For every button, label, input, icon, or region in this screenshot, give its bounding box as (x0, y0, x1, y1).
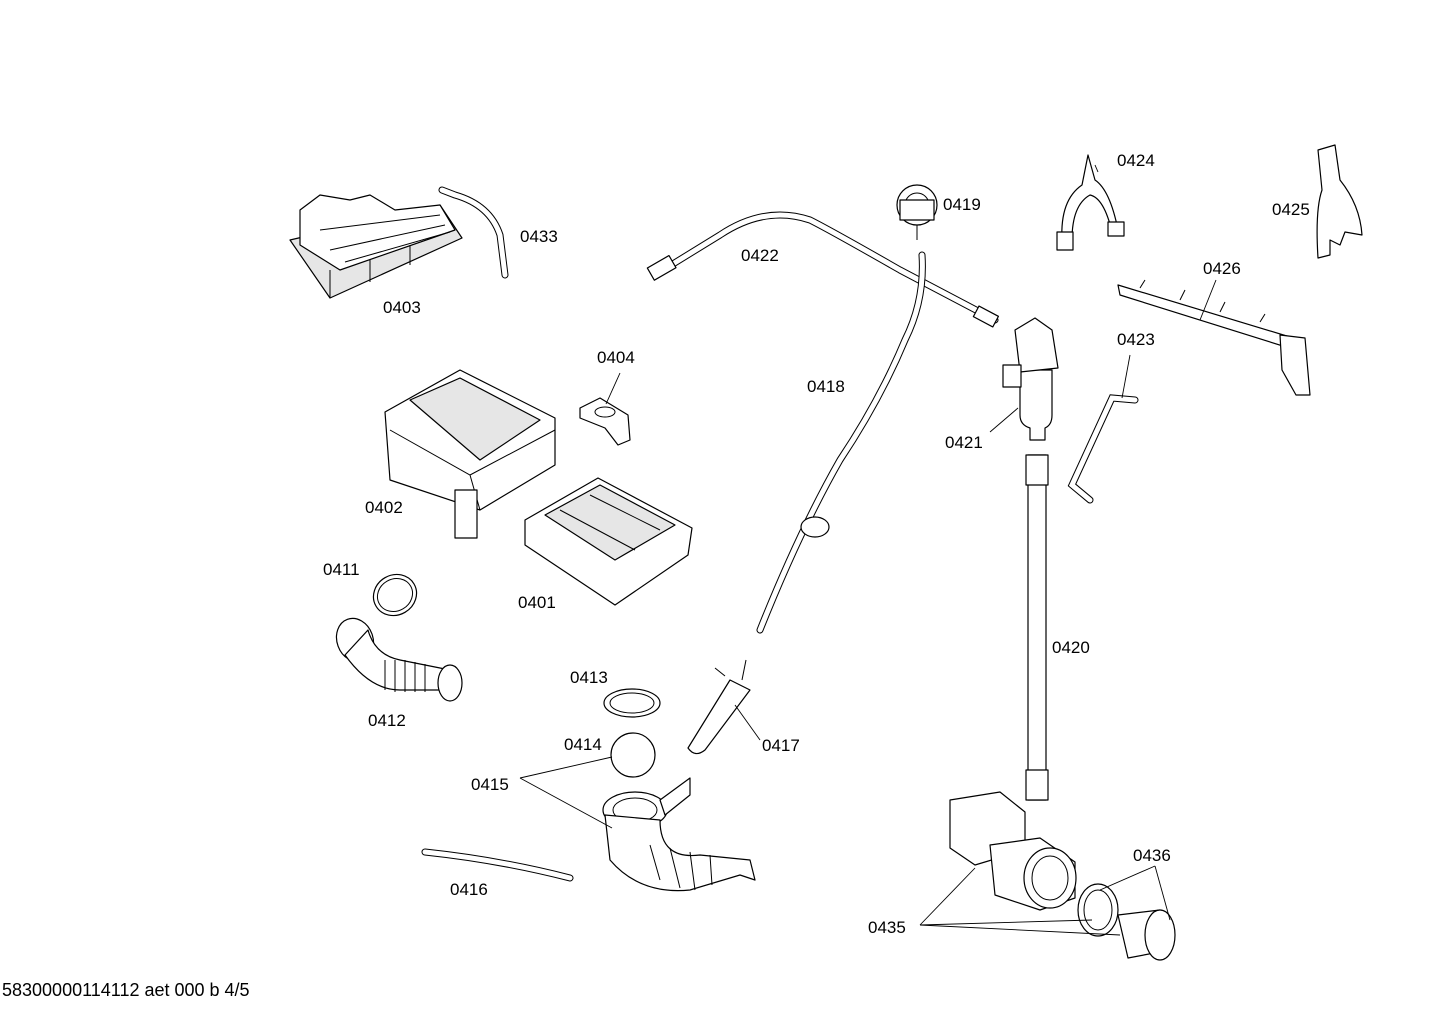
label-0435: 0435 (868, 918, 906, 937)
part-0421-air-trap (1002, 317, 1059, 441)
part-0401-detergent-drawer (524, 477, 693, 606)
label-0401: 0401 (518, 593, 556, 612)
label-0419: 0419 (943, 195, 981, 214)
part-0414-ball (610, 732, 656, 778)
part-0404-clip (579, 397, 631, 446)
part-0411-ring (372, 573, 418, 617)
label-0417: 0417 (762, 736, 800, 755)
label-0415: 0415 (471, 775, 509, 794)
part-0403-drawer-top (289, 194, 463, 299)
label-0423: 0423 (1117, 330, 1155, 349)
label-0402: 0402 (365, 498, 403, 517)
label-0403: 0403 (383, 298, 421, 317)
label-0420: 0420 (1052, 638, 1090, 657)
label-0404: 0404 (597, 348, 635, 367)
part-0415-sump-hose (602, 777, 756, 892)
part-0435-drain-pump (949, 791, 1077, 911)
part-0419-pressure-switch (896, 184, 938, 240)
part-0420-hose (1027, 454, 1047, 801)
label-0413: 0413 (570, 668, 608, 687)
part-0424-y-connector (1056, 154, 1125, 251)
label-0425: 0425 (1272, 200, 1310, 219)
label-0422: 0422 (741, 246, 779, 265)
label-0414: 0414 (564, 735, 602, 754)
part-0413-ring (603, 688, 661, 718)
label-0424: 0424 (1117, 151, 1155, 170)
part-0422-pipe (651, 211, 999, 324)
label-0436: 0436 (1133, 846, 1171, 865)
label-0412: 0412 (368, 711, 406, 730)
label-0416: 0416 (450, 880, 488, 899)
leader-lines (519, 164, 1217, 936)
part-0436-filter (1117, 909, 1176, 961)
part-0417-sensor (687, 679, 751, 755)
label-0421: 0421 (945, 433, 983, 452)
part-0412-bellows-hose (335, 617, 463, 702)
label-0426: 0426 (1203, 259, 1241, 278)
part-0402-dispenser-housing (384, 369, 556, 539)
document-id-footer: 58300000114112 aet 000 b 4/5 (2, 980, 250, 1000)
part-0425-bracket (1316, 144, 1363, 259)
part-0436-seal (1077, 883, 1119, 937)
label-0433: 0433 (520, 227, 558, 246)
label-0411: 0411 (323, 560, 360, 579)
part-0426-rail (1117, 279, 1311, 396)
label-0418: 0418 (807, 377, 845, 396)
